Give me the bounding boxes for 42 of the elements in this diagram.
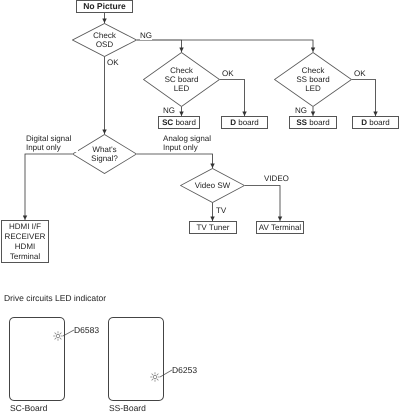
process-box: D board (352, 116, 399, 129)
process-box: SS board (289, 116, 337, 129)
process-box: SC board (158, 116, 200, 129)
starburst-icon (150, 372, 160, 382)
edge-label: OK (354, 69, 366, 78)
leader-line (160, 370, 172, 378)
arrow (244, 185, 282, 222)
starburst-icon (53, 331, 63, 341)
part-label: D6253 (172, 365, 198, 375)
leader-line (62, 330, 74, 336)
process-box: HDMI I/F RECEIVER HDMI Terminal (1, 220, 49, 263)
arrow (102, 12, 107, 24)
board-label: SS-Board (109, 403, 146, 413)
process-box: AV Terminal (256, 221, 304, 234)
decision-diamond: Check SS board LED (274, 52, 352, 107)
arrow (179, 106, 184, 116)
process-box: D board (221, 116, 268, 129)
edge-label: Digital signal Input only (26, 134, 78, 152)
arrow (22, 154, 72, 220)
arrow (102, 56, 107, 134)
edge-label: TV (216, 206, 226, 215)
part-label: D6583 (74, 325, 100, 335)
arrow (210, 202, 215, 222)
arrow (136, 154, 215, 168)
decision-diamond: Check SC board LED (143, 52, 220, 107)
arrow (136, 40, 316, 52)
edge-label: NG (140, 31, 152, 40)
decision-diamond: Check OSD (72, 23, 137, 57)
section-title: Drive circuits LED indicator (4, 293, 106, 303)
edge-label: VIDEO (264, 174, 289, 183)
edge-label: NG (295, 106, 307, 115)
process-box: No Picture (76, 0, 133, 13)
arrow (220, 79, 247, 116)
decision-diamond: What's Signal? (72, 134, 137, 174)
decision-diamond: Video SW (180, 168, 245, 203)
edge-label: OK (107, 58, 119, 67)
arrow (310, 106, 316, 116)
process-box: TV Tuner (189, 221, 237, 234)
edge-label: OK (222, 69, 234, 78)
arrow (352, 79, 378, 116)
board-label: SC-Board (10, 403, 48, 413)
edge-label: NG (163, 106, 175, 115)
